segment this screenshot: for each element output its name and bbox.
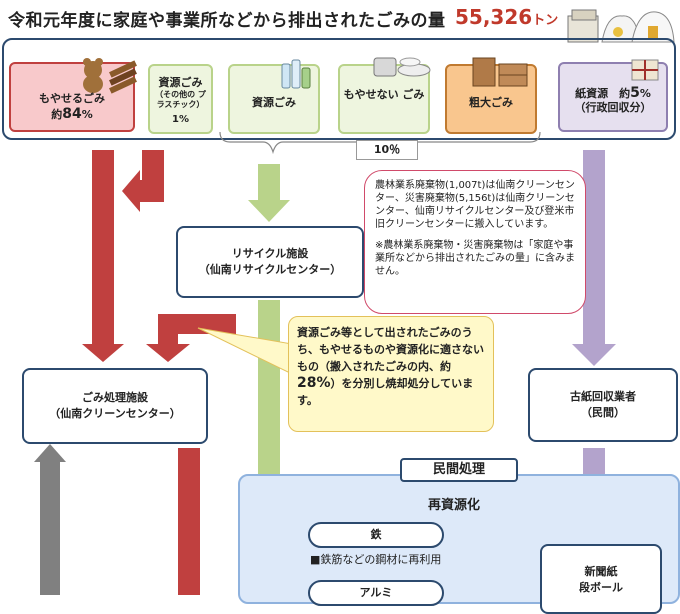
iron-note: ■鉄筋などの鋼材に再利用 [310, 553, 442, 566]
category-burnable-label: もやせるごみ [39, 92, 105, 105]
pct-unit: % [81, 108, 93, 121]
page-title: 令和元年度に家庭や事業所などから排出されたごみの量 [8, 11, 446, 31]
red-arrow-main [82, 344, 124, 362]
iron-pill: 鉄 [308, 522, 444, 548]
recycle-facility-name: リサイクル施設 [231, 247, 309, 260]
paper-dealer-type: （民間） [581, 406, 625, 419]
paper-dealer-node: 古紙回収業者 （民間） [528, 368, 678, 442]
recycle-facility-node: リサイクル施設 （仙南リサイクルセンター） [176, 226, 364, 298]
category-bulky-label: 粗大ごみ [469, 96, 513, 109]
category-paper: 紙資源 約5% （行政回収分） [558, 59, 668, 132]
purple-arrow-top [572, 344, 616, 366]
category-plastic: 資源ごみ （その他の プラスチック） 1% [148, 64, 213, 134]
category-paper-label: 紙資源 約5% [560, 86, 666, 101]
red-arrow-residue [146, 344, 190, 362]
pct-prefix: 約 [51, 108, 63, 121]
green-flow-in [258, 164, 280, 204]
cardboard-label: 段ボール [579, 581, 623, 594]
callout-pct: 28% [297, 375, 331, 391]
green-arrow-in [248, 200, 290, 222]
bottles-icon [281, 59, 311, 89]
pct-value: 84 [62, 106, 82, 122]
category-burnable-pct: 約84% [11, 107, 133, 122]
paper-bundle-icon [631, 59, 659, 81]
reuse-subtitle: 再資源化 [428, 498, 481, 513]
category-plastic-pct: 1% [172, 114, 189, 125]
red-arrow-plastic [122, 170, 140, 212]
category-resource: 資源ごみ [228, 59, 320, 134]
category-plastic-sub: （その他の プラスチック） [155, 90, 206, 109]
paper-pct-value: 5 [630, 85, 640, 101]
paper-label-text: 紙資源 約 [575, 87, 631, 100]
total-amount: 55,326トン [455, 5, 558, 29]
disposal-facility-name: ごみ処理施設 [82, 391, 148, 404]
newspaper-cardboard-node: 新聞紙 段ボール [540, 544, 662, 614]
total-value: 55,326 [455, 5, 533, 29]
furniture-icon [472, 57, 528, 87]
aluminum-pill: アルミ [308, 580, 444, 606]
disposal-facility-location: （仙南クリーンセンター） [49, 407, 181, 420]
grey-flow [40, 460, 60, 595]
incineration-callout: 資源ごみ等として出されたごみのうち、もやせるものや資源化に適さないもの（搬入され… [288, 316, 494, 432]
category-bulky: 粗大ごみ [445, 57, 537, 134]
note-paragraph-1: 農林業系廃棄物(1,007t)は仙南クリーンセンター、災害廃棄物(5,156t)… [375, 180, 575, 230]
red-flow-main [92, 150, 114, 346]
total-unit: トン [532, 13, 559, 28]
red-flow-bottom [178, 448, 200, 595]
paper-pct-unit: % [639, 87, 651, 100]
grey-arrow-up [34, 444, 66, 462]
category-nonburnable: もやせない ごみ [338, 57, 431, 134]
private-processing-label: 民間処理 [400, 458, 518, 482]
note-paragraph-2: ※農林業系廃棄物・災害廃棄物は「家庭や事業所などから排出されたごみの量」に含みま… [375, 240, 575, 277]
purple-flow-top [583, 150, 605, 346]
firewood-bear-icon [83, 58, 137, 94]
bracket-10pct [219, 131, 541, 155]
agri-disaster-waste-note: 農林業系廃棄物(1,007t)は仙南クリーンセンター、災害廃棄物(5,156t)… [364, 170, 586, 314]
garbage-bags-illustration [567, 9, 675, 43]
disposal-facility-node: ごみ処理施設 （仙南クリーンセンター） [22, 368, 208, 444]
bracket-label: 10％ [356, 140, 418, 160]
paper-dealer-name: 古紙回収業者 [570, 390, 636, 403]
category-paper-sub: （行政回収分） [574, 101, 652, 114]
category-resource-label: 資源ごみ [252, 96, 296, 109]
category-nonburnable-label: もやせない ごみ [343, 88, 425, 101]
dishes-icon [373, 57, 431, 77]
callout-text-2: ）を分別し焼却処分しています。 [297, 377, 474, 407]
waste-categories-panel [2, 38, 676, 140]
newspaper-label: 新聞紙 [584, 565, 618, 578]
category-burnable: もやせるごみ 約84% [9, 58, 137, 132]
recycle-facility-location: （仙南リサイクルセンター） [198, 263, 342, 276]
category-plastic-label: 資源ごみ [158, 76, 203, 89]
callout-text-1: 資源ごみ等として出されたごみのうち、もやせるものや資源化に適さないもの（搬入され… [297, 326, 484, 373]
